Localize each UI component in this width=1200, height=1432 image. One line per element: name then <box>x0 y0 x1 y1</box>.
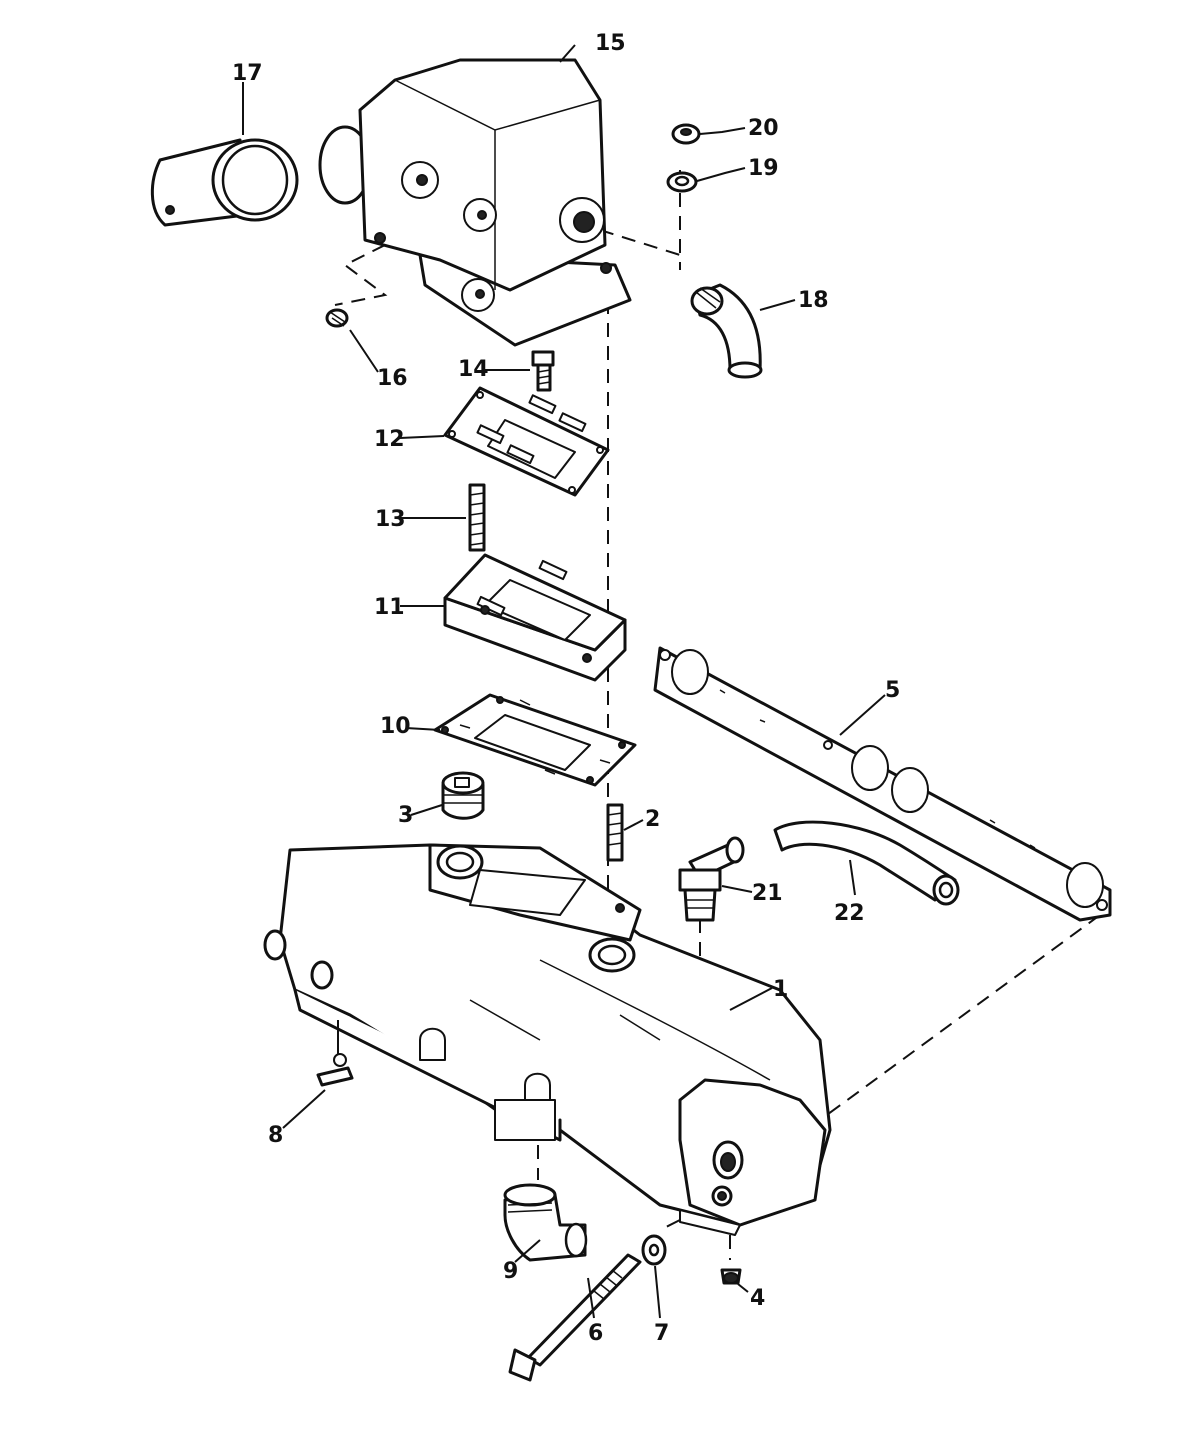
water-elbow-part-9 <box>503 1183 588 1262</box>
sleeve-part-17 <box>150 138 299 227</box>
leader-20 <box>699 127 746 135</box>
exhaust-manifold-part-1 <box>263 843 832 1236</box>
leader-12 <box>399 435 445 439</box>
callout-labels: 15 17 20 19 18 16 14 12 13 11 10 3 2 5 2… <box>232 31 900 1346</box>
callout-1: 1 <box>773 977 788 1002</box>
callout-2: 2 <box>645 807 660 832</box>
callout-9: 9 <box>503 1259 518 1284</box>
hose-elbow-part-18 <box>690 283 763 379</box>
washer-part-19 <box>666 171 698 193</box>
alignment-line-plug-16 <box>334 244 388 306</box>
drain-plug-part-4 <box>720 1268 742 1285</box>
gasket-part-12 <box>443 386 610 497</box>
clip-part-8 <box>316 1020 354 1087</box>
callout-20: 20 <box>748 116 779 141</box>
leader-6 <box>587 1277 595 1319</box>
fitting-part-21 <box>678 836 745 922</box>
callout-12: 12 <box>374 427 405 452</box>
callout-19: 19 <box>748 156 779 181</box>
callout-5: 5 <box>885 678 900 703</box>
callout-13: 13 <box>375 507 406 532</box>
leader-5 <box>839 694 886 736</box>
leader-1 <box>729 987 773 1011</box>
callout-10: 10 <box>380 714 411 739</box>
leader-16 <box>349 329 379 373</box>
callout-6: 6 <box>588 1321 603 1346</box>
callout-17: 17 <box>232 61 263 86</box>
leader-21 <box>721 885 753 893</box>
callout-22: 22 <box>834 901 865 926</box>
callout-4: 4 <box>750 1286 765 1311</box>
stud-part-2 <box>606 803 624 862</box>
alignment-line-gasket-5 <box>819 914 1101 1121</box>
leader-10 <box>405 727 441 731</box>
leader-18 <box>759 299 796 311</box>
spacer-block-part-11 <box>443 553 627 682</box>
callout-15: 15 <box>595 31 626 56</box>
leader-lines <box>242 44 886 1319</box>
callout-8: 8 <box>268 1123 283 1148</box>
plug-part-16 <box>325 308 349 328</box>
callout-14: 14 <box>458 357 489 382</box>
nut-part-20 <box>671 123 701 145</box>
leader-7 <box>654 1265 661 1319</box>
callout-18: 18 <box>798 288 829 313</box>
callout-16: 16 <box>377 366 408 391</box>
leader-9 <box>514 1239 541 1263</box>
leader-19 <box>696 167 746 182</box>
callout-21: 21 <box>752 881 783 906</box>
stud-part-13 <box>468 483 486 552</box>
alignment-line-fitting-21 <box>639 910 701 962</box>
bolt-part-14 <box>531 350 555 392</box>
long-bolt-part-6 <box>508 1253 642 1382</box>
callout-7: 7 <box>654 1321 669 1346</box>
leader-3 <box>410 804 443 816</box>
callout-3: 3 <box>398 803 413 828</box>
pipe-plug-part-3 <box>441 771 485 820</box>
leader-2 <box>623 819 644 831</box>
leader-4 <box>737 1283 749 1293</box>
gasket-part-10 <box>433 693 637 787</box>
leader-15 <box>559 44 576 63</box>
leader-22 <box>849 859 856 896</box>
washer-part-7 <box>641 1234 667 1266</box>
exhaust-elbow-part-15 <box>318 58 632 347</box>
hose-part-22 <box>773 820 960 906</box>
callout-11: 11 <box>374 595 405 620</box>
leader-8 <box>282 1089 326 1129</box>
manifold-gasket-part-5 <box>653 646 1112 922</box>
